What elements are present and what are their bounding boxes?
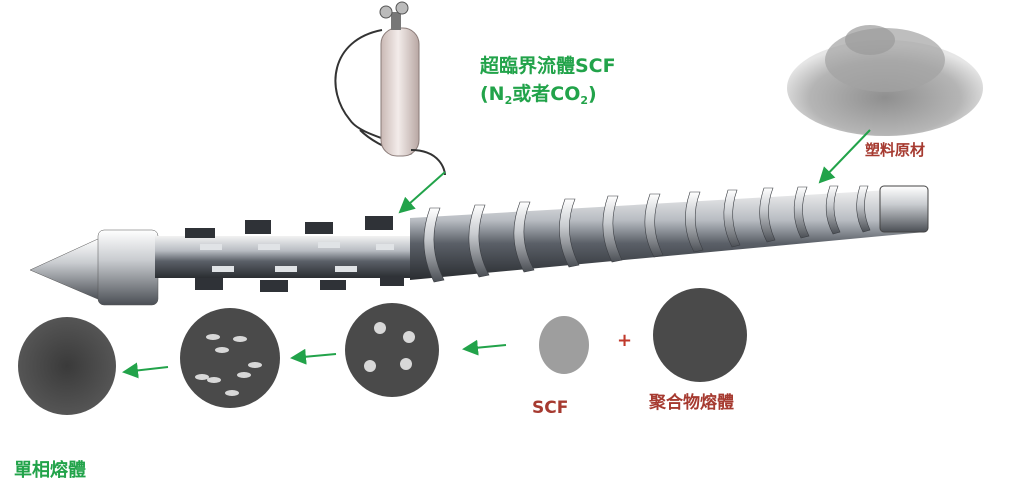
raw-feed-arrow bbox=[818, 129, 871, 184]
dissolving-bubbles-disc bbox=[180, 308, 280, 408]
gas-cylinder-icon bbox=[334, 1, 446, 176]
plus-sign: + bbox=[617, 330, 633, 351]
single-phase-melt-label: 單相熔體 bbox=[14, 460, 86, 481]
scf-sub1: 2 bbox=[504, 94, 513, 107]
raw-material-label: 塑料原材 bbox=[865, 141, 926, 159]
bubbles-disc bbox=[345, 303, 439, 397]
scf-title: 超臨界流體SCF (N2或者CO2) bbox=[480, 52, 616, 115]
scf-label: SCF bbox=[532, 398, 569, 418]
polymer-melt-label: 聚合物熔體 bbox=[649, 393, 734, 413]
plastic-pellets-icon bbox=[787, 25, 983, 136]
scf-title-line2: (N2或者CO2) bbox=[480, 80, 616, 115]
arrow-to-single-phase bbox=[122, 362, 169, 379]
scf-sub2: 2 bbox=[580, 94, 589, 107]
scf-inject-arrow bbox=[398, 171, 446, 214]
scf-mid: 或者CO bbox=[512, 83, 581, 105]
scf-disc bbox=[539, 316, 589, 374]
scf-paren-close: ) bbox=[588, 83, 597, 105]
arrow-to-dissolving bbox=[290, 348, 337, 365]
arrow-to-bubbles bbox=[462, 339, 507, 356]
polymer-melt-disc bbox=[653, 288, 747, 382]
scf-paren-open: (N bbox=[480, 83, 505, 105]
single-phase-melt-disc bbox=[18, 317, 116, 415]
scf-title-line1: 超臨界流體SCF bbox=[480, 55, 616, 77]
extruder-screw bbox=[29, 185, 929, 306]
